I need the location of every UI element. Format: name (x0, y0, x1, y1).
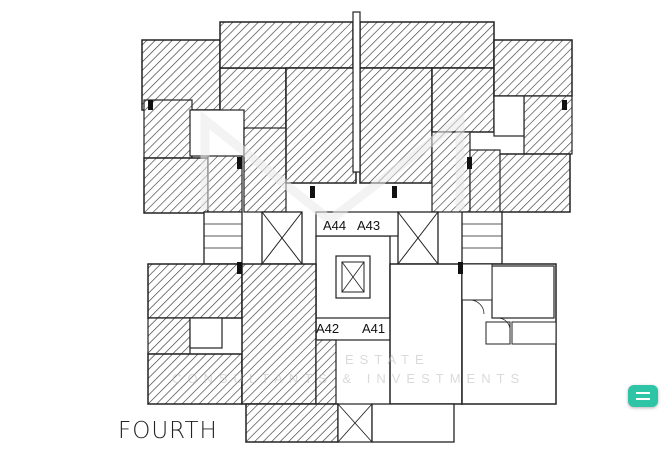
unit-label-a44: A44 (323, 218, 346, 233)
watermark: ESTATE CONSULTANTS & INVESTMENTS (172, 110, 525, 386)
unit-labels: A44 A43 A42 A41 (316, 218, 385, 336)
menu-button[interactable] (628, 385, 658, 407)
structural-columns (148, 100, 567, 274)
unit-label-a41: A41 (362, 321, 385, 336)
unit-lower-left (147, 263, 373, 443)
floor-title: FOURTH (118, 418, 218, 444)
watermark-line2: CONSULTANTS & INVESTMENTS (172, 371, 525, 386)
unit-label-a43: A43 (357, 218, 380, 233)
watermark-line1: ESTATE (345, 352, 430, 367)
unit-upper-right (469, 39, 573, 213)
menu-icon (636, 390, 650, 402)
unit-label-a42: A42 (316, 321, 339, 336)
unit-lower-right (371, 263, 557, 443)
